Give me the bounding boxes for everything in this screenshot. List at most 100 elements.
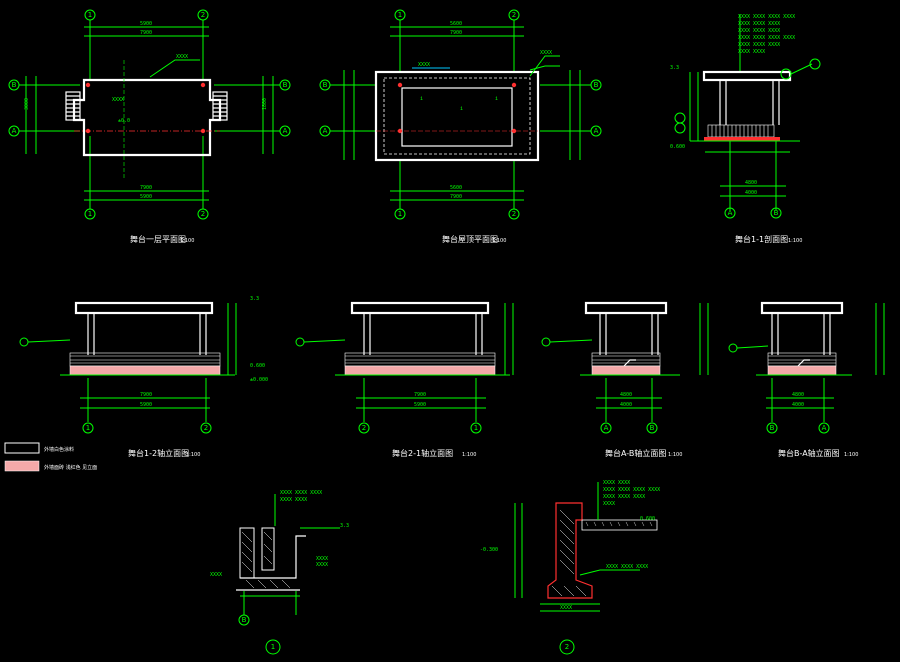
axis-bubble-1-bottom-p2: 1 — [394, 208, 406, 220]
plan-2: 1 2 1 2 B A B A 5600 7900 5600 7900 XXXX… — [319, 9, 602, 244]
axis-bubble-B-left: B — [8, 79, 20, 91]
elev1-scale: 1:100 — [186, 452, 200, 458]
svg-text:B: B — [323, 81, 328, 89]
elev4-scale: 1:100 — [844, 452, 858, 458]
svg-text:XXXX: XXXX — [210, 572, 222, 578]
section-elev-top: 3.3 — [670, 65, 679, 71]
svg-text:1: 1 — [474, 424, 478, 432]
elev1-mark-top: 3.3 — [250, 296, 259, 302]
svg-text:XXXX: XXXX — [112, 97, 124, 103]
section-1-1: XXXX XXXX XXXX XXXX XXXX XXXX XXXX XXXX … — [670, 14, 821, 244]
svg-text:A: A — [12, 127, 17, 135]
svg-text:XXXX XXXX XXXX: XXXX XXXX XXXX — [738, 42, 780, 48]
plan1-title: 舞台一层平面图 — [130, 234, 186, 244]
svg-text:A: A — [323, 127, 328, 135]
svg-text:B: B — [774, 209, 779, 217]
svg-text:±0.0: ±0.0 — [118, 118, 130, 124]
plan1-dim-left: 3000 — [24, 98, 30, 110]
elev2-dim-1: 7900 — [414, 392, 426, 398]
svg-text:B: B — [12, 81, 17, 89]
svg-text:B: B — [650, 424, 655, 432]
elev1-dim-2: 5900 — [140, 402, 152, 408]
axis-bubble-2-bottom: 2 — [197, 208, 209, 220]
svg-text:2: 2 — [204, 424, 208, 432]
elevation-B-A: 4800 4000 B A 舞台B-A轴立面图 1:100 — [728, 301, 885, 458]
axis-bubble-2-top-p2: 2 — [508, 9, 520, 21]
svg-text:XXXX: XXXX — [540, 50, 552, 56]
elev2-dim-2: 5900 — [414, 402, 426, 408]
svg-text:A: A — [594, 127, 599, 135]
svg-text:XXXX XXXX XXXX: XXXX XXXX XXXX — [606, 564, 648, 570]
svg-text:2: 2 — [362, 424, 366, 432]
svg-text:XXXX XXXX XXXX: XXXX XXXX XXXX — [280, 490, 322, 496]
svg-text:A: A — [283, 127, 288, 135]
svg-text:A: A — [822, 424, 827, 432]
svg-text:XXXX: XXXX — [603, 501, 615, 507]
svg-text:1: 1 — [88, 11, 92, 19]
axis-bubble-1-top: 1 — [84, 9, 96, 21]
plan2-dim-bottom-2: 7900 — [450, 194, 462, 200]
svg-text:1: 1 — [86, 424, 90, 432]
svg-text:2: 2 — [512, 210, 516, 218]
legend-label-2: 外墙面砖 浅红色 见立面 — [44, 464, 97, 471]
axis-bubble-1-bottom: 1 — [84, 208, 96, 220]
svg-text:B: B — [242, 616, 247, 624]
axis-bubble-B-left-p2: B — [319, 79, 331, 91]
elev3-dim-2: 4000 — [620, 402, 632, 408]
svg-text:A: A — [728, 209, 733, 217]
legend-label-1: 外墙白色涂料 — [44, 446, 74, 453]
svg-text:XXXX XXXX: XXXX XXXX — [738, 49, 765, 55]
axis-bubble-1-elev1: 1 — [82, 422, 94, 434]
svg-text:XXXX: XXXX — [418, 62, 430, 68]
svg-text:2: 2 — [201, 11, 205, 19]
legend: 外墙白色涂料 外墙面砖 浅红色 见立面 — [4, 442, 97, 472]
axis-bubble-B-elev4: B — [766, 422, 778, 434]
section-title: 舞台1-1剖面图 — [735, 234, 788, 244]
plan2-dim-bottom-1: 5600 — [450, 185, 462, 191]
axis-bubble-B-right: B — [279, 79, 291, 91]
section-scale: 1:100 — [788, 238, 802, 244]
axis-bubble-2-bottom-p2: 2 — [508, 208, 520, 220]
axis-bubble-A-left: A — [8, 125, 20, 137]
axis-bubble-A-right-p2: A — [590, 125, 602, 137]
elev2-title: 舞台2-1轴立面图 — [392, 448, 453, 458]
detail1-number-bubble: 1 — [265, 639, 281, 655]
plan2-dim-top-2: 7900 — [450, 30, 462, 36]
svg-text:A: A — [604, 424, 609, 432]
elev1-dim-1: 7900 — [140, 392, 152, 398]
svg-text:i: i — [420, 96, 423, 102]
elev1-mark-ground: ±0.000 — [250, 377, 268, 383]
plan1-dim-bottom-2: 5900 — [140, 194, 152, 200]
elev3-title: 舞台A-B轴立面图 — [605, 448, 666, 458]
axis-bubble-B-elev3: B — [646, 422, 658, 434]
svg-text:2: 2 — [201, 210, 205, 218]
section-dim-1: 4800 — [745, 180, 757, 186]
plan1-dim-top-1: 5900 — [140, 21, 152, 27]
svg-text:B: B — [283, 81, 288, 89]
elev4-dim-2: 4000 — [792, 402, 804, 408]
elevation-A-B: 4800 4000 A B 舞台A-B轴立面图 1:100 — [541, 301, 709, 458]
detail-2: XXXX XXXX XXXX XXXX XXXX XXXX XXXX XXXX … — [480, 480, 660, 655]
svg-text:XXXX XXXX XXXX: XXXX XXXX XXXX — [603, 494, 645, 500]
elev4-title: 舞台B-A轴立面图 — [778, 448, 840, 458]
elev1-title: 舞台1-2轴立面图 — [128, 448, 189, 458]
svg-text:XXXX XXXX: XXXX XXXX — [603, 480, 630, 486]
svg-text:0.600: 0.600 — [640, 516, 655, 522]
svg-text:-0.300: -0.300 — [480, 547, 498, 553]
elev4-dim-1: 4800 — [792, 392, 804, 398]
plan2-dim-top-1: 5600 — [450, 21, 462, 27]
axis-bubble-2-elev1: 2 — [200, 422, 212, 434]
svg-text:XXXX XXXX XXXX XXXX: XXXX XXXX XXXX XXXX — [738, 14, 795, 20]
plan1-scale: 1:100 — [180, 238, 194, 244]
plan1-dim-top-2: 7900 — [140, 30, 152, 36]
axis-bubble-A-elev3: A — [600, 422, 612, 434]
elev3-scale: 1:100 — [668, 452, 682, 458]
svg-text:XXXX XXXX XXXX XXXX: XXXX XXXX XXXX XXXX — [738, 35, 795, 41]
axis-bubble-A-right: A — [279, 125, 291, 137]
plan1-dim-bottom-1: 7900 — [140, 185, 152, 191]
plan1-dim-right: 1800 — [262, 98, 268, 110]
axis-bubble-1-elev2: 1 — [470, 422, 482, 434]
svg-text:XXXX: XXXX — [316, 556, 328, 562]
